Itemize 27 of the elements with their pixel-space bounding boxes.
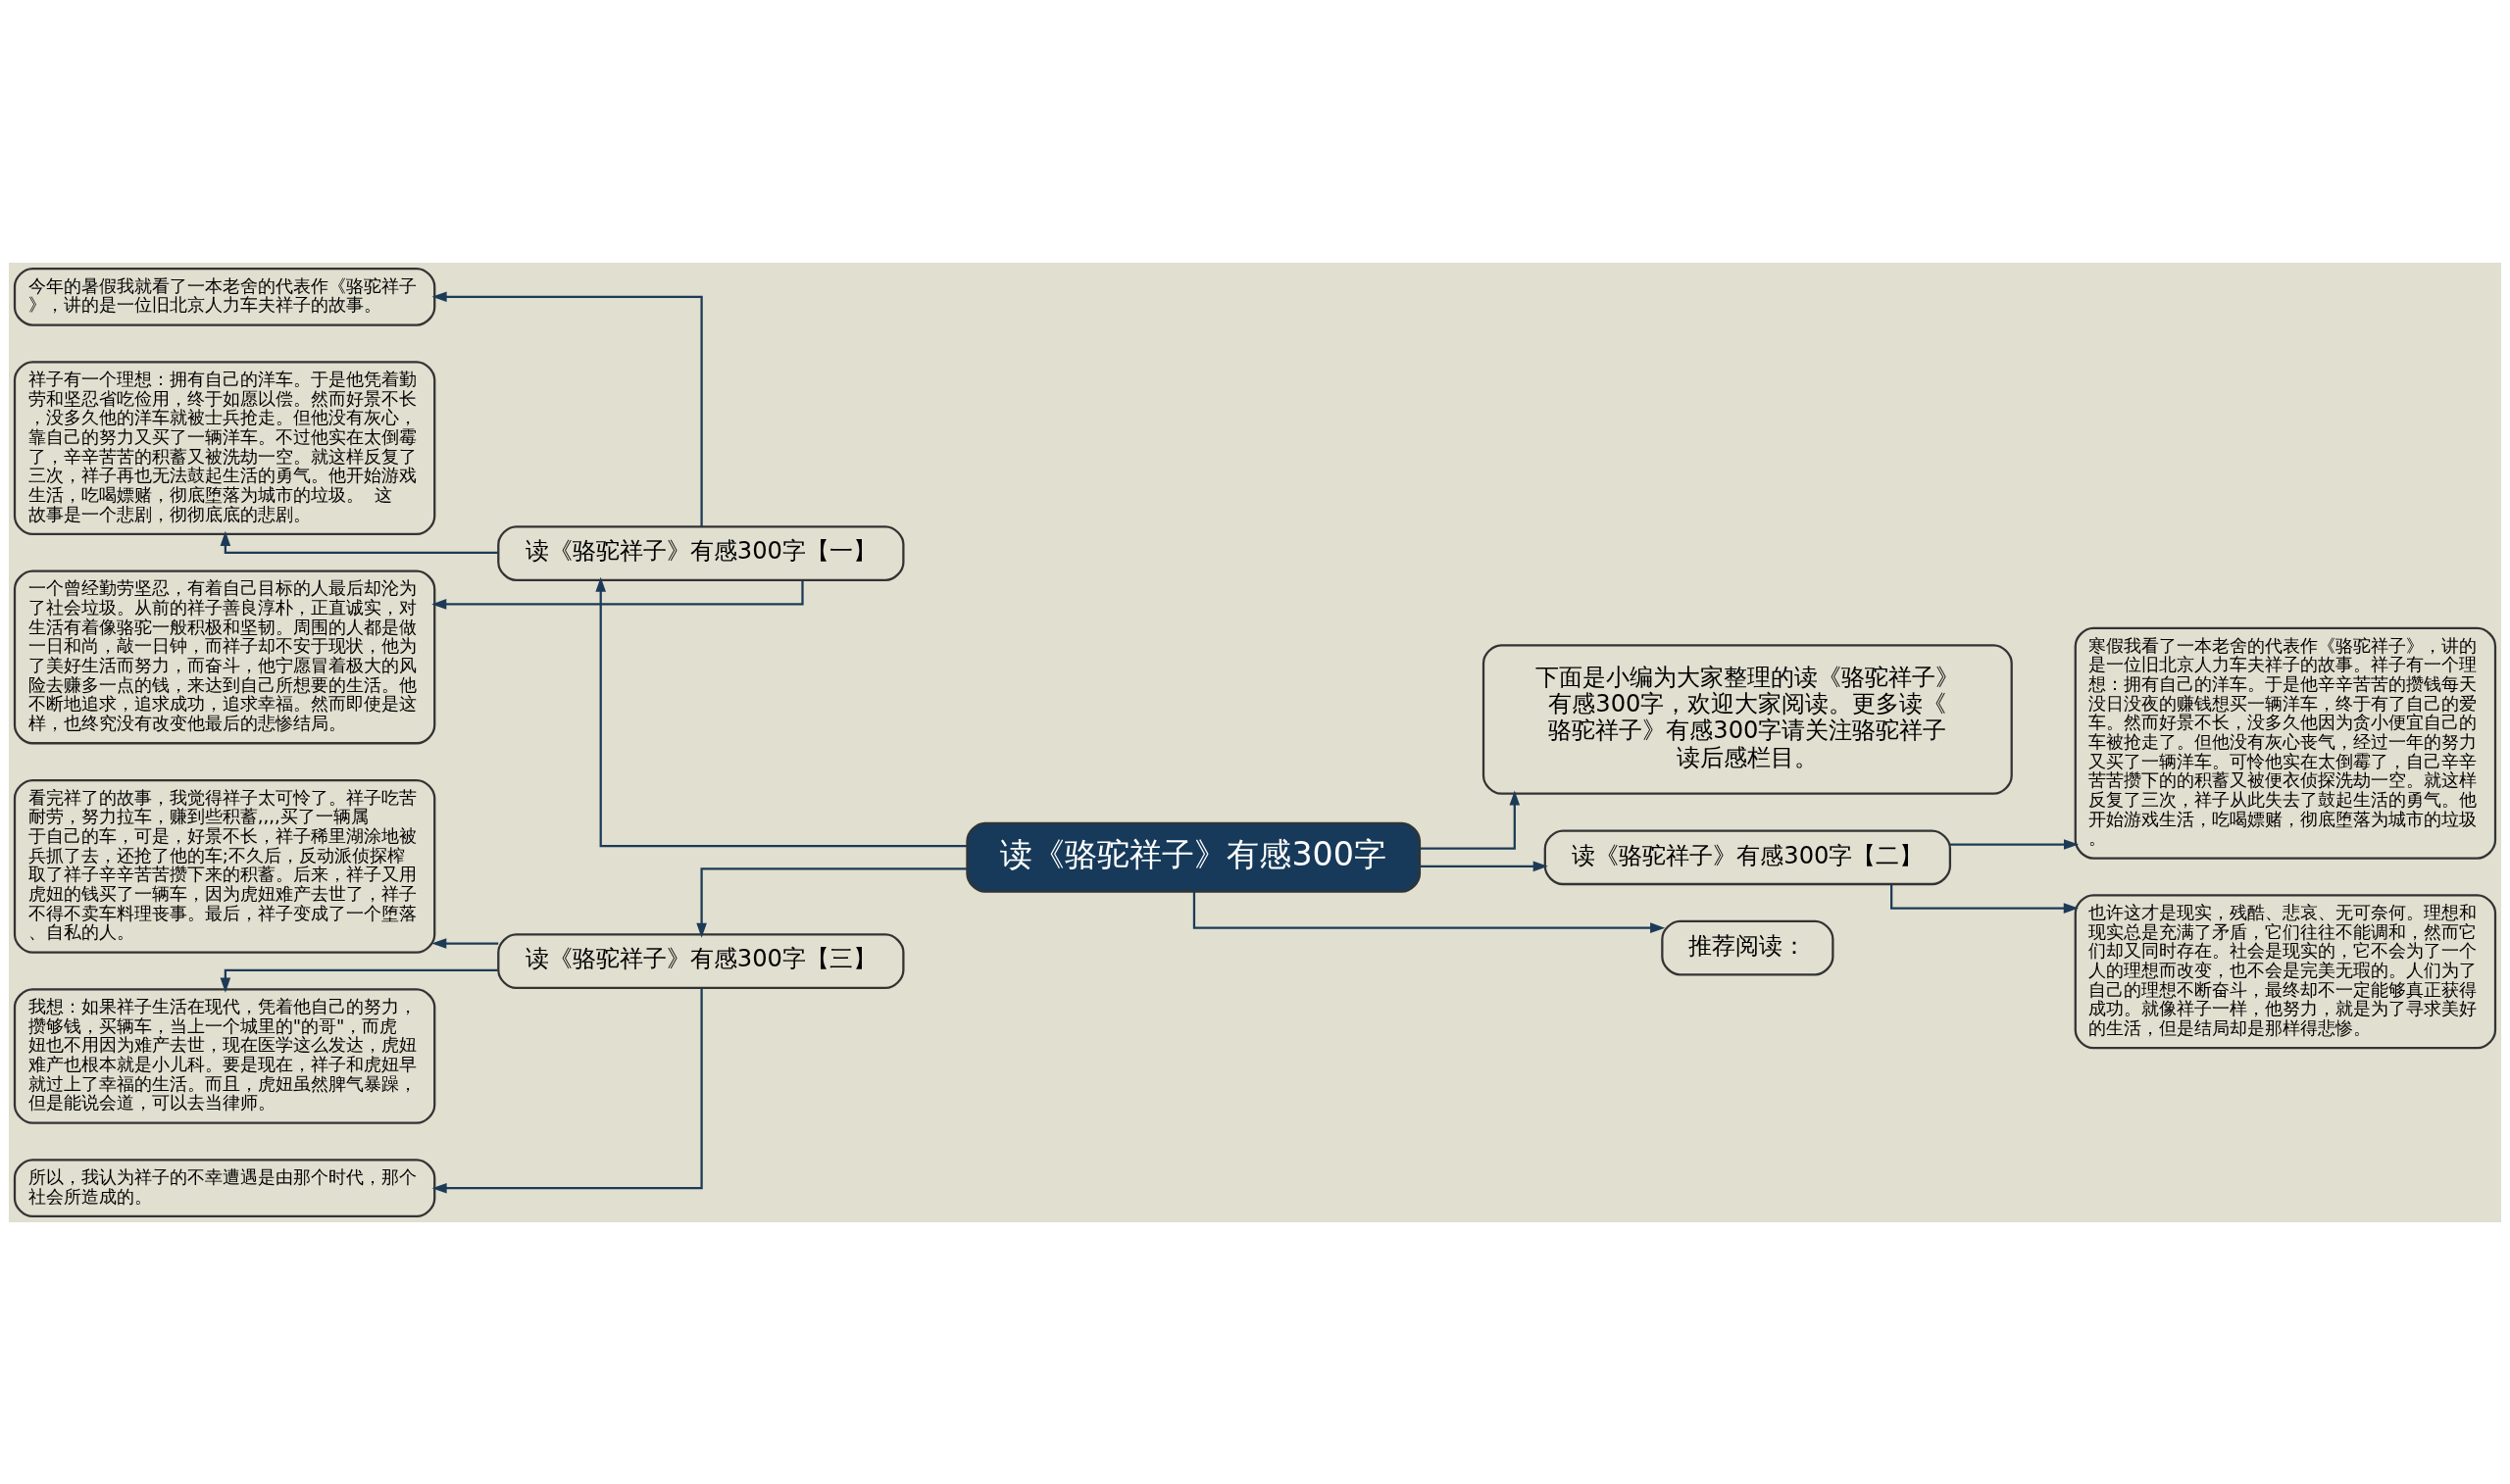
node-box: 所以，我认为祥子的不幸遭遇是由那个时代，那个社会所造成的。	[13, 1158, 436, 1217]
node-box: 读《骆驼祥子》有感300字【一】	[497, 524, 905, 581]
arrow	[1890, 884, 2079, 914]
arrow	[696, 866, 968, 938]
arrow	[220, 530, 498, 554]
node-box: 读《骆驼祥子》有感300字【二】	[1543, 828, 1952, 885]
node-box: 祥子有一个理想：拥有自己的洋车。于是他凭着勤劳和坚忍省吃俭用，终于如愿以偿。然而好景不长，没多久他的洋车就被士兵抢走。但他没有灰心，靠自己的努力又买了一辆洋车。不过他实在太倒霉了，辛辛苦苦的积蓄又被洗劫一空。就这样反复了三次，祥子再也无法鼓起生活的勇气。他开始游戏生活，吃喝嫖赌，彻底堕落为城市的垃圾。 这故事是一个悲剧，彻彻底底的悲剧。	[13, 360, 436, 535]
arrow	[431, 937, 499, 949]
node-box: 推荐阅读：	[1661, 919, 1834, 975]
node-box: 今年的暑假我就看了一本老舍的代表作《骆驼祥子》，讲的是一位旧北京人力车夫祥子的故事。	[13, 267, 436, 326]
node-box: 看完祥了的故事，我觉得祥子太可怜了。祥子吃苦耐劳，努力拉车，赚到些积蓄,,,,买了一辆属于自己的车，可是，好景不长，祥子稀里湖涂地被兵抓了去，还抢了他的车;不久后，反动派侦探榨取了祥子辛辛苦苦攒下来的积蓄。后来，祥子又用虎妞的钱买了一辆车，因为虎妞难产去世了，祥子不得不卖车料理丧事。最后，祥子变成了一个堕落、自私的人。	[13, 778, 436, 954]
arrow	[1192, 891, 1666, 933]
arrow	[1420, 861, 1548, 871]
node-box: 寒假我看了一本老舍的代表作《骆驼祥子》，讲的是一位旧北京人力车夫祥子的故事。祥子有一个理想：拥有自己的洋车。于是他辛辛苦苦的攒钱每天没日没夜的赚钱想买一辆洋车，终于有了自己的爱车。然而好景不长，没多久他因为贪小便宜自己的车被抢走了。但他没有灰心丧气，经过一年的努力又买了一辆洋车。可怜他实在太倒霉了，自己辛辛苦苦攒下的的积蓄又被便衣侦探洗劫一空。就这样反复了三次，祥子从此失去了鼓起生活的勇气。他开始游戏生活，吃喝嫖赌，彻底堕落为城市的垃圾。	[2074, 626, 2497, 860]
arrow	[431, 579, 804, 610]
arrow	[1949, 838, 2080, 850]
node-box: 读《骆驼祥子》有感300字【三】	[497, 932, 905, 989]
arrow	[595, 576, 968, 847]
node-box: 下面是小编为大家整理的读《骆驼祥子》有感300字，欢迎大家阅读。更多读《骆驼祥子》有感300字请关注骆驼祥子读后感栏目。	[1481, 643, 2013, 795]
node-box: 我想：如果祥子生活在现代，凭着他自己的努力，攒够钱，买辆车，当上一个城里的"的哥"，而虎妞也不用因为难产去世，现在医学这么发达，虎妞难产也根本就是小儿科。要是现在，祥子和虎妞早就过上了幸福的生活。而且，虎妞虽然脾气暴躁，但是能说会道，可以去当律师。	[13, 987, 436, 1124]
node-box: 一个曾经勤劳坚忍，有着自己目标的人最后却沦为了社会垃圾。从前的祥子善良淳朴，正直诚实，对生活有着像骆驼一般积极和坚韧。周围的人都是做一日和尚，敲一日钟，而祥子却不安于现状，他为了美好生活而努力，而奋斗，他宁愿冒着极大的风险去赚多一点的钱，来达到自己所想要的生活。他不断地追求，追求成功，追求幸福。然而即使是这样，也终究没有改变他最后的悲惨结局。	[13, 569, 436, 744]
node-box: 也许这才是现实，残酷、悲哀、无可奈何。理想和现实总是充满了矛盾，它们往往不能调和，然而它们却又同时存在。社会是现实的，它不会为了一个人的理想而改变，也不会是完美无瑕的。人们为了自己的理想不断奋斗，最终却不一定能够真正获得成功。就像祥子一样，他努力，就是为了寻求美好的生活，但是结局却是那样得悲惨。	[2074, 893, 2497, 1049]
arrow	[220, 968, 498, 993]
arrow	[1420, 789, 1521, 850]
node-box: 读《骆驼祥子》有感300字	[966, 821, 1422, 893]
arrow	[431, 291, 703, 526]
arrow	[431, 987, 703, 1193]
